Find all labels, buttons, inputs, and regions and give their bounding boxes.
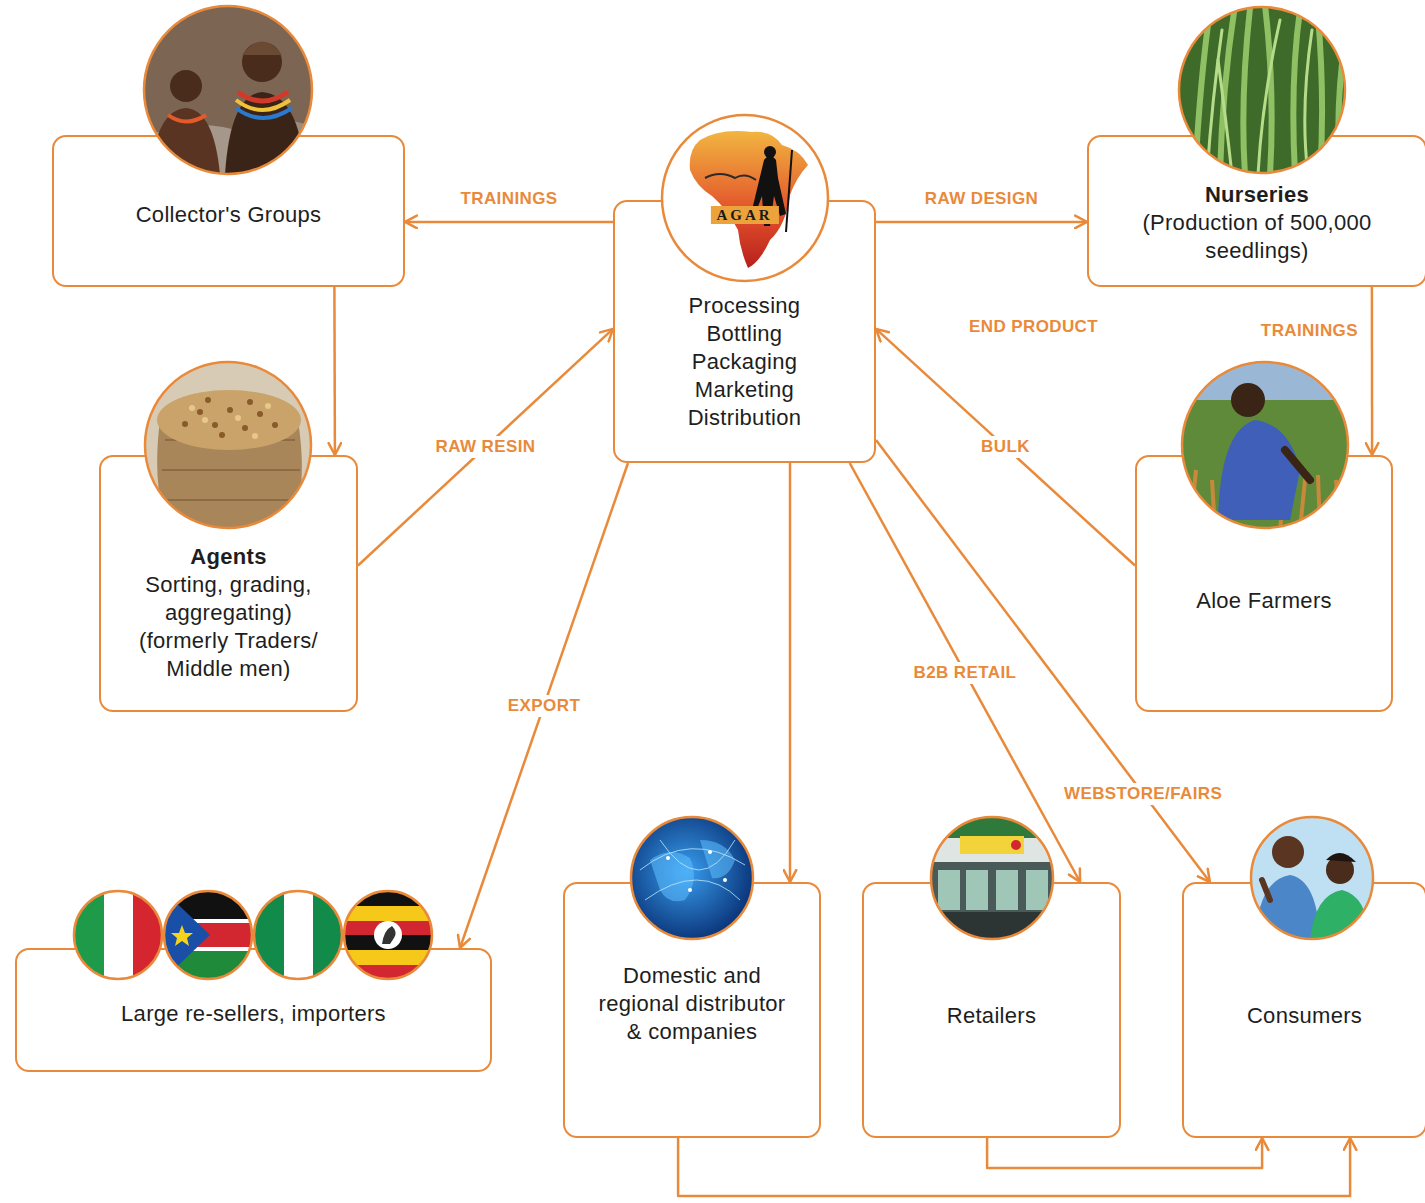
flow-arrow <box>876 221 1087 224</box>
farmer-box: Aloe Farmers <box>1135 455 1393 712</box>
sack-photo <box>140 360 320 540</box>
flow-label: TRAININGS <box>1257 320 1362 342</box>
flow-label: RAW DESIGN <box>921 188 1043 210</box>
agent-box: AgentsSorting, grading, aggregating) (fo… <box>99 455 358 712</box>
flow-label: B2B RETAIL <box>909 662 1020 684</box>
flow-arrow <box>358 329 613 566</box>
flow-arrow <box>678 1138 1350 1196</box>
flow-arrow <box>333 287 336 455</box>
flow-label: RAW RESIN <box>432 436 540 458</box>
flow-arrow <box>460 463 628 948</box>
flow-label: EXPORT <box>504 695 584 717</box>
consumer-box: Consumers <box>1182 882 1425 1138</box>
country-flags <box>74 891 432 980</box>
node-text: Retailers <box>882 1002 1102 1030</box>
seedlings-photo <box>1175 2 1355 182</box>
node-heading: Nurseries <box>1132 181 1382 209</box>
shop-photo <box>928 814 1056 942</box>
flow-arrow <box>987 1138 1262 1168</box>
flow-note: END PRODUCT <box>965 316 1102 338</box>
globe-image <box>628 814 756 942</box>
flow-label: WEBSTORE/FAIRS <box>1060 783 1226 805</box>
flow-label: TRAININGS <box>456 188 561 210</box>
agar-logo <box>662 115 828 281</box>
collector-box: Collector's Groups <box>52 135 405 287</box>
flow-label: BULK <box>977 436 1034 458</box>
consumers-photo <box>1248 814 1376 942</box>
process-box: AGAR Processing Bottling Packaging Market… <box>613 200 876 463</box>
node-text: Consumers <box>1195 1002 1415 1030</box>
node-text: Processing Bottling Packaging Marketing … <box>670 292 820 432</box>
node-text: Domestic and regional distributor & comp… <box>592 962 792 1046</box>
node-text: Sorting, grading, aggregating) (formerly… <box>121 571 336 683</box>
node-heading: Agents <box>111 543 346 571</box>
logo-text: AGAR <box>710 206 778 224</box>
flow-arrow <box>876 329 1135 566</box>
node-text: (Production of 500,000 seedlings) <box>1140 209 1375 265</box>
node-text: Aloe Farmers <box>1149 587 1379 615</box>
importer-box: Large re-sellers, importers <box>15 948 492 1072</box>
node-text: Collector's Groups <box>69 201 389 229</box>
distributor-box: Domestic and regional distributor & comp… <box>563 882 821 1138</box>
flow-arrow <box>405 221 613 224</box>
nursery-box: Nurseries(Production of 500,000 seedling… <box>1087 135 1425 287</box>
flow-arrow <box>876 440 1210 882</box>
farmer-photo <box>1180 360 1350 530</box>
flow-arrow <box>850 463 1080 882</box>
node-text: Large re-sellers, importers <box>34 1000 474 1028</box>
flow-arrow <box>789 463 792 882</box>
flow-arrow <box>1371 287 1374 455</box>
retailer-box: Retailers <box>862 882 1121 1138</box>
collectors-photo <box>140 2 320 182</box>
